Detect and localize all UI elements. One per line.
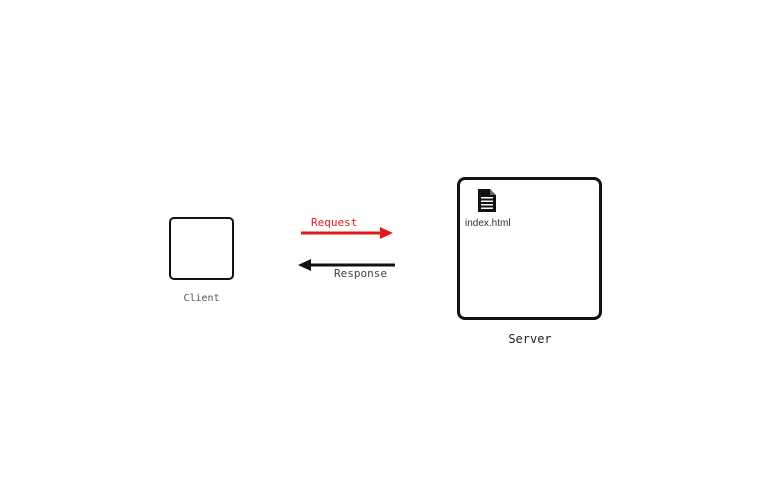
client-box (169, 217, 234, 280)
request-arrow (301, 227, 393, 239)
client-label: Client (183, 293, 220, 304)
document-icon (478, 189, 496, 212)
file-name: index.html (465, 218, 511, 229)
request-label: Request (311, 216, 358, 229)
response-arrow (298, 259, 395, 271)
response-label: Response (334, 267, 387, 280)
server-label: Server (508, 332, 552, 346)
